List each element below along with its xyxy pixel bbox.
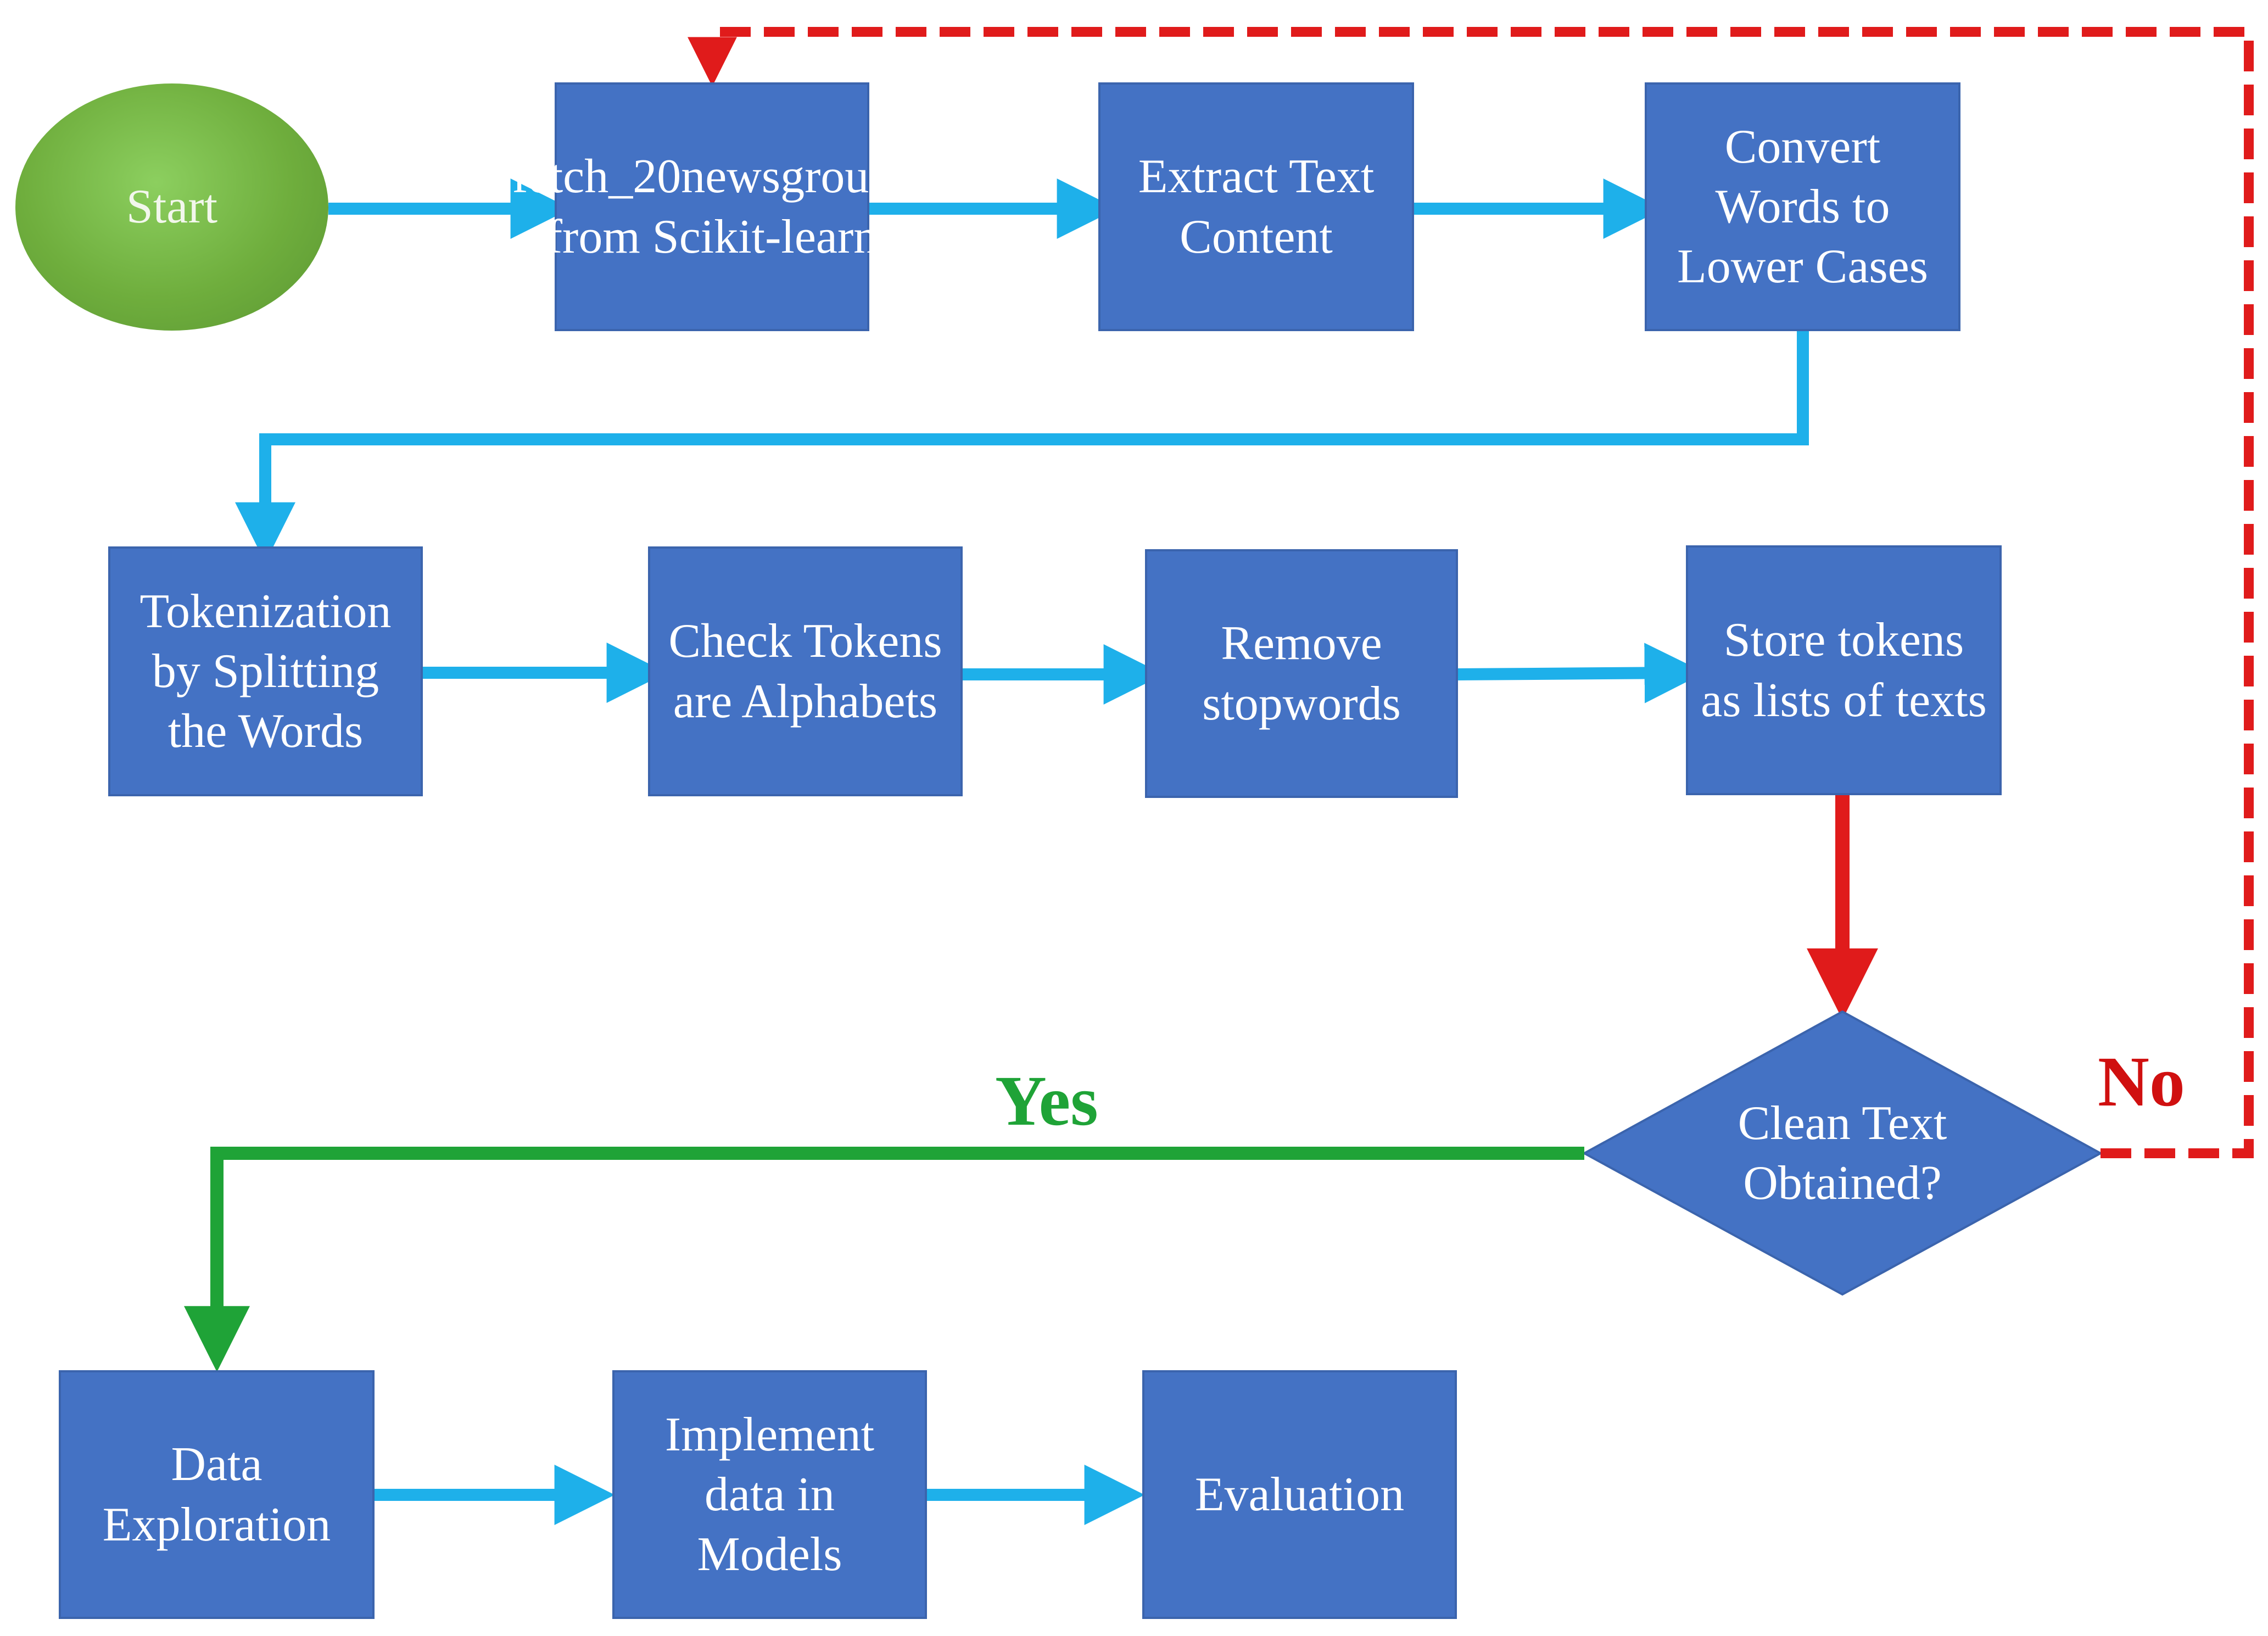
fetch-dataset-box: fetch_20newsgroups from Scikit-learn [512, 82, 912, 331]
store-tokens-box: Store tokens as lists of texts [1686, 545, 2002, 795]
implement-models-box: Implement data in Models [612, 1370, 927, 1619]
arrow-yes-to-exploration [184, 1147, 1584, 1372]
evaluation-box: Evaluation [1142, 1370, 1457, 1619]
check-alphabets-box: Check Tokens are Alphabets [648, 546, 963, 796]
data-exploration-box: Data Exploration [59, 1370, 375, 1619]
decision-label: Clean Text Obtained? [1738, 1096, 1947, 1210]
tokenize-box: Tokenization by Splitting the Words [108, 546, 423, 796]
start-node: Start [15, 83, 328, 331]
lowercase-box: Convert Words to Lower Cases [1645, 82, 1960, 331]
extract-text-box: Extract Text Content [1098, 82, 1414, 331]
arrow-lowercase-to-tokenize [235, 331, 1809, 563]
arrow-no-loop-back [688, 27, 2254, 1158]
no-label: No [2098, 1042, 2185, 1121]
decision-diamond [1582, 1010, 2103, 1296]
arrow-stopwords-to-store [1457, 643, 1705, 703]
remove-stopwords-box: Remove stopwords [1145, 549, 1458, 798]
yes-label: Yes [995, 1062, 1098, 1141]
